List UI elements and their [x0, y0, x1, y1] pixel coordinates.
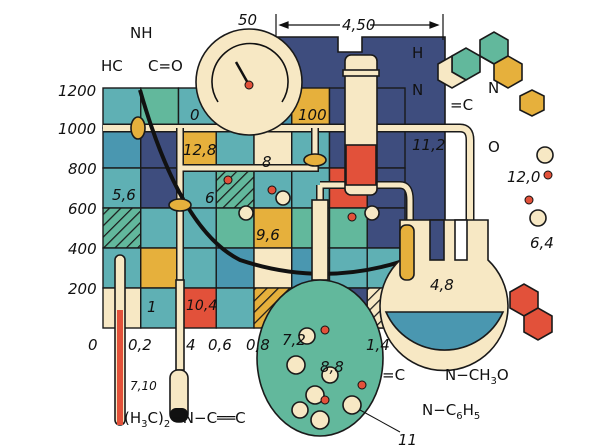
- formula-n: N: [412, 81, 423, 99]
- value-label: 7,2: [282, 331, 306, 349]
- x-tick: 0,2: [128, 336, 152, 354]
- dimension-4-50: 4,50: [342, 16, 375, 34]
- thermometer-icon: [114, 254, 126, 426]
- pipes: [103, 89, 475, 328]
- formula-h3c: (H3C)2−N−C══C: [124, 409, 246, 430]
- value-label: 4,8: [430, 276, 454, 294]
- grid-cell: [215, 167, 255, 209]
- value-label: 12,8: [183, 141, 216, 159]
- x-tick: 1,4: [366, 336, 390, 354]
- value-label: 8: [262, 153, 272, 171]
- x-tick: 0,6: [208, 336, 232, 354]
- y-tick: 800: [68, 160, 97, 178]
- value-label: 11: [398, 431, 417, 448]
- dimension-50: 50: [238, 11, 257, 29]
- grid-cell: [215, 287, 255, 329]
- value-label: 5,6: [112, 186, 136, 204]
- y-tick: 400: [68, 240, 97, 258]
- y-tick: 1200: [58, 82, 96, 100]
- cell-values: 0 100 12,8 11,2 8 5,6 6 9,6 4,8 1 10,4 7…: [112, 106, 554, 448]
- value-label: 0: [190, 106, 200, 124]
- value-label: 11,2: [412, 136, 445, 154]
- formula-c: =C: [450, 96, 473, 114]
- value-label: 6: [205, 189, 215, 207]
- chemical-formulas: NH HC C=O H N =C N O =C N−CH3O N−C6H5 (H…: [101, 24, 509, 430]
- value-label: 12,0: [507, 168, 540, 186]
- formula-n-c6h5: N−C6H5: [422, 401, 480, 422]
- formula-n-ring: N: [488, 79, 499, 97]
- x-axis-labels: 0 0,2 4 0,6 0,8 1,4: [88, 336, 390, 354]
- y-tick: 1000: [58, 120, 96, 138]
- x-tick: 4: [186, 336, 196, 354]
- value-label: 9,6: [256, 226, 280, 244]
- value-label: 1: [147, 298, 157, 316]
- formula-hc: HC: [101, 57, 123, 75]
- round-flask-icon: [379, 219, 509, 372]
- value-label: 8,8: [320, 358, 344, 376]
- molecule-icons: [223, 146, 554, 227]
- grid-cell: [177, 207, 217, 249]
- x-tick: 0: [88, 336, 98, 354]
- pressure-gauge-icon: [195, 28, 303, 136]
- stopcock-icons: [130, 116, 327, 212]
- grid-cell: [140, 287, 180, 329]
- value-label: 100: [298, 106, 327, 124]
- red-ring-icon: [509, 283, 553, 341]
- y-tick: 600: [68, 200, 97, 218]
- y-tick: 200: [68, 280, 97, 298]
- x-tick: 0,8: [246, 336, 270, 354]
- y-axis-labels: 1200 1000 800 600 400 200: [58, 82, 97, 298]
- formula-eq-c: =C: [382, 366, 405, 384]
- value-label: 10,4: [186, 298, 217, 314]
- column-tube-icon: [342, 54, 380, 196]
- thermometer-gap-label: 7,10: [130, 379, 157, 393]
- grid-cell: [102, 207, 142, 249]
- grid-cell: [140, 207, 180, 249]
- grid-cell: [215, 247, 255, 289]
- grid-cell: [328, 207, 368, 249]
- formula-o: O: [488, 138, 500, 156]
- value-label: 6,4: [530, 234, 554, 252]
- fused-ring-icon: [437, 31, 545, 117]
- bulb-flask-icon: [256, 199, 401, 437]
- grid-cell: [253, 207, 293, 249]
- burette-icon: [169, 279, 189, 423]
- dimension-line: [275, 14, 444, 40]
- formula-co: C=O: [148, 57, 183, 75]
- formula-nh: NH: [130, 24, 153, 42]
- formula-n-ch3o: N−CH3O: [445, 366, 509, 387]
- grid-cell: [102, 167, 142, 209]
- grid-cell: [140, 247, 180, 289]
- formula-h: H: [412, 44, 423, 62]
